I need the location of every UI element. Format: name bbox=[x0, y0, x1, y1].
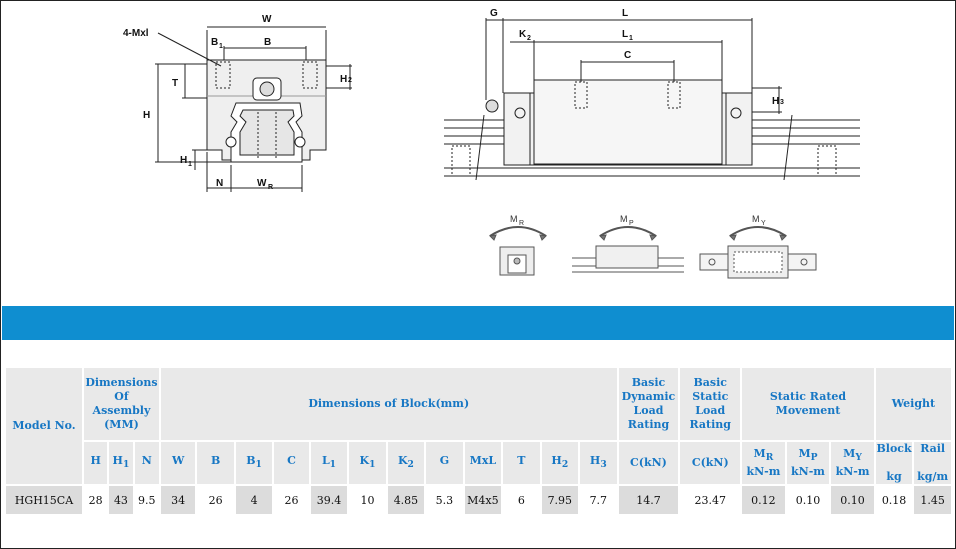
col-w: W bbox=[160, 442, 196, 484]
cell-value: 39.4 bbox=[310, 486, 348, 514]
label-h1: H bbox=[180, 155, 187, 166]
col-h: H bbox=[84, 442, 108, 484]
col-b: B bbox=[197, 442, 234, 484]
table-row: HGH15CA 28 43 9.5 34 26 4 26 39.4 10 4.8… bbox=[6, 486, 951, 514]
label-b1-sub: 1 bbox=[219, 43, 223, 50]
label-l: L bbox=[622, 8, 628, 19]
moment-my-sub: Y bbox=[761, 220, 766, 227]
cell-value: 23.47 bbox=[680, 486, 741, 514]
cell-value: 4 bbox=[235, 486, 273, 514]
cell-value: 7.95 bbox=[541, 486, 579, 514]
label-g: G bbox=[490, 8, 498, 19]
col-l1: L1 bbox=[310, 442, 348, 484]
header-model: Model No. bbox=[6, 368, 82, 484]
cell-value: 1.45 bbox=[914, 486, 951, 514]
moment-my-icon bbox=[699, 226, 817, 279]
cell-value: 0.10 bbox=[831, 486, 874, 514]
table-column-header-row: H H1 N W B B1 C L1 K1 K2 G MxL T H2 H3 C… bbox=[6, 442, 951, 484]
moment-mp-icon bbox=[572, 226, 684, 273]
cell-value: 0.18 bbox=[875, 486, 913, 514]
label-n: N bbox=[216, 178, 223, 189]
moment-mp-sub: P bbox=[629, 220, 634, 227]
cell-value: 10 bbox=[349, 486, 386, 514]
header-block: Dimensions of Block(mm) bbox=[160, 368, 617, 440]
col-g: G bbox=[426, 442, 463, 484]
cell-value: 43 bbox=[109, 486, 133, 514]
cell-value: 6 bbox=[503, 486, 540, 514]
label-4mxl: 4-Mxl bbox=[123, 28, 149, 39]
moment-my-label: M bbox=[752, 214, 760, 224]
col-k2: K2 bbox=[387, 442, 425, 484]
label-h2-sub: 2 bbox=[348, 77, 352, 84]
moment-mr-icon bbox=[488, 226, 548, 276]
label-b: B bbox=[264, 37, 271, 48]
cell-model: HGH15CA bbox=[6, 486, 82, 514]
cell-value: 0.12 bbox=[742, 486, 785, 514]
col-t: T bbox=[503, 442, 540, 484]
side-view-labels: G L K 2 L 1 C H 3 bbox=[490, 8, 784, 107]
label-b1: B bbox=[211, 37, 218, 48]
cell-value: M4x5 bbox=[464, 486, 502, 514]
col-h2: H2 bbox=[541, 442, 579, 484]
col-dynamic-c: C(kN) bbox=[618, 442, 679, 484]
technical-drawing: 4-Mxl W B 1 B T H 2 H H 1 N W R bbox=[123, 8, 860, 279]
front-view-labels: 4-Mxl W B 1 B T H 2 H H 1 N W R bbox=[123, 14, 352, 191]
cell-value: 14.7 bbox=[618, 486, 679, 514]
cell-value: 9.5 bbox=[134, 486, 159, 514]
label-k2: K bbox=[519, 29, 527, 40]
cell-value: 4.85 bbox=[387, 486, 425, 514]
label-t: T bbox=[172, 78, 178, 89]
blue-banner bbox=[2, 306, 954, 340]
moment-mp-label: M bbox=[620, 214, 628, 224]
spacer bbox=[2, 340, 954, 364]
label-h3: H bbox=[772, 96, 779, 107]
col-b1: B1 bbox=[235, 442, 273, 484]
moment-mr-label: M bbox=[510, 214, 518, 224]
label-wr-sub: R bbox=[268, 184, 273, 191]
label-c: C bbox=[624, 50, 631, 61]
col-c: C bbox=[274, 442, 309, 484]
label-h: H bbox=[143, 110, 150, 121]
col-h3: H3 bbox=[580, 442, 617, 484]
label-k2-sub: 2 bbox=[527, 35, 531, 42]
label-l1: L bbox=[622, 29, 628, 40]
cell-value: 26 bbox=[274, 486, 309, 514]
label-h3-sub: 3 bbox=[780, 99, 784, 106]
side-view-drawing bbox=[444, 18, 860, 181]
cell-value: 26 bbox=[197, 486, 234, 514]
moment-mr-sub: R bbox=[519, 220, 524, 227]
cell-value: 7.7 bbox=[580, 486, 617, 514]
col-mxl: MxL bbox=[464, 442, 502, 484]
col-k1: K1 bbox=[349, 442, 386, 484]
cell-value: 28 bbox=[84, 486, 108, 514]
label-h1-sub: 1 bbox=[188, 161, 192, 168]
header-weight: Weight bbox=[875, 368, 951, 440]
label-wr: W bbox=[257, 178, 267, 189]
col-n: N bbox=[134, 442, 159, 484]
label-w: W bbox=[262, 14, 272, 25]
col-h1: H1 bbox=[109, 442, 133, 484]
label-h2: H bbox=[340, 74, 347, 85]
cell-value: 34 bbox=[160, 486, 196, 514]
front-view-drawing bbox=[155, 26, 352, 192]
label-l1-sub: 1 bbox=[629, 35, 633, 42]
cell-value: 0.10 bbox=[786, 486, 830, 514]
col-static-c: C(kN) bbox=[680, 442, 741, 484]
cell-value: 5.3 bbox=[426, 486, 463, 514]
